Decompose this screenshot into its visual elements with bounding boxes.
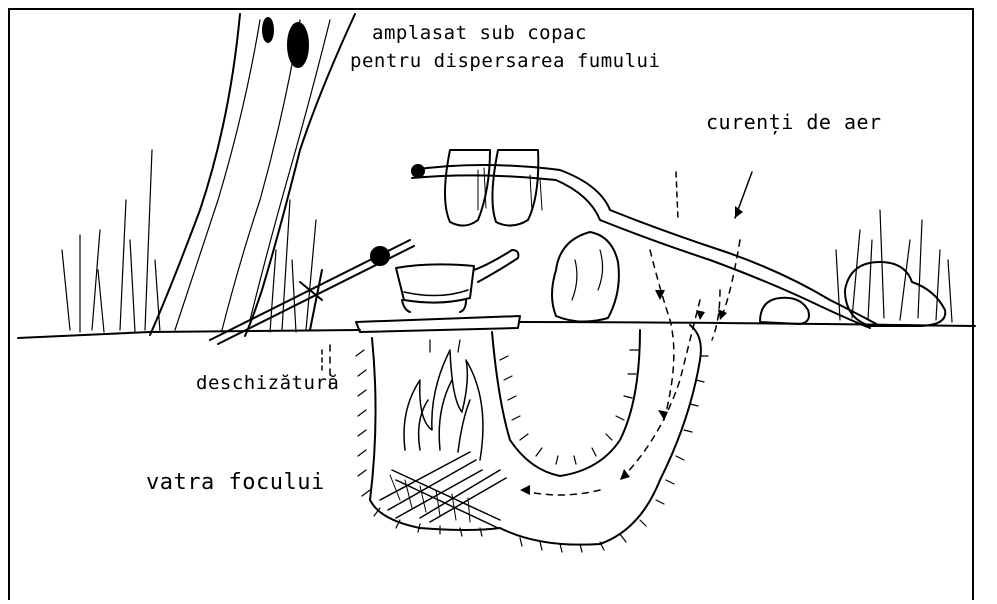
fire-pit	[356, 325, 708, 552]
tree-trunk	[150, 14, 355, 336]
logs	[380, 452, 506, 528]
arrowheads	[520, 290, 727, 495]
cooking-pot	[396, 250, 518, 312]
opening-label: deschizătură	[196, 372, 339, 394]
placement-label-line2: pentru dispersarea fumului	[350, 50, 660, 72]
grass-right	[836, 210, 952, 322]
placement-label-line1: amplasat sub copac	[372, 22, 587, 44]
ground-line	[18, 322, 975, 338]
flames	[404, 340, 483, 460]
cover-stone	[356, 316, 520, 332]
spit-stick	[210, 240, 414, 344]
fire-hearth-label: vatra focului	[146, 470, 325, 495]
branch-with-gloves	[412, 150, 880, 328]
air-currents-label: curenți de aer	[706, 110, 882, 134]
boulder	[552, 232, 619, 322]
